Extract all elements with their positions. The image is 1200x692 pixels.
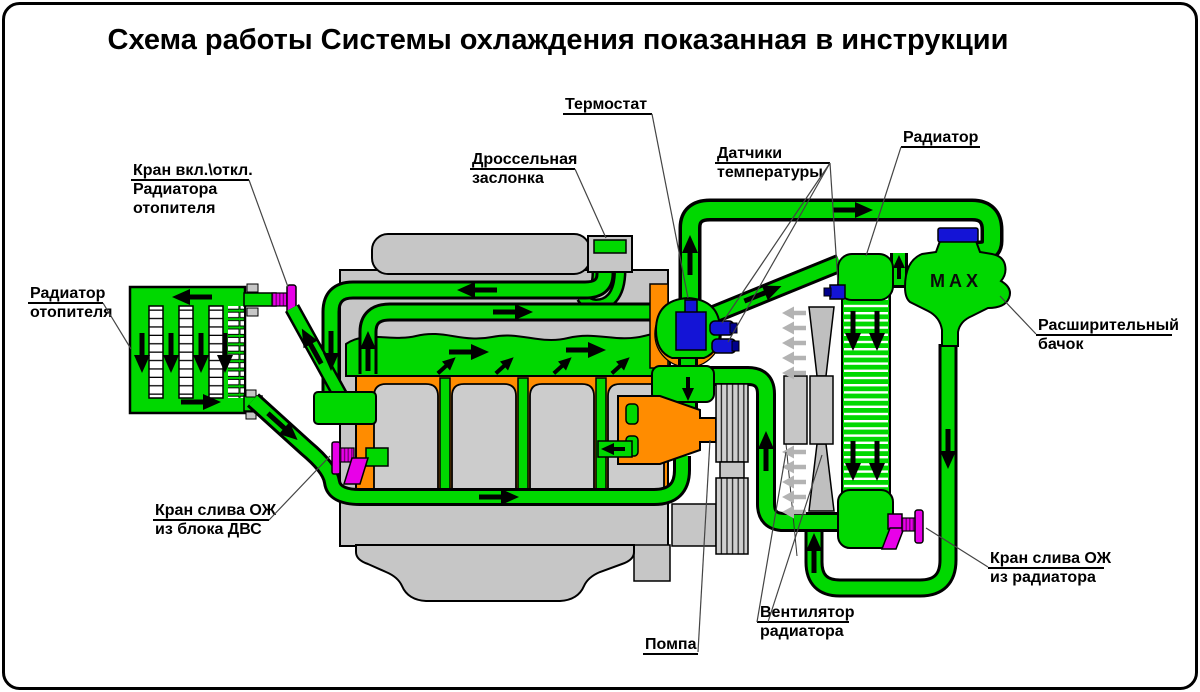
heater-pipe-junction xyxy=(313,391,377,425)
label-pump: Помпа xyxy=(645,636,697,653)
label-fan-2: радиатора xyxy=(760,623,844,640)
label-throttle-2: заслонка xyxy=(472,170,544,187)
coolant-channel xyxy=(517,377,529,499)
label-temp-sensors-2: температуры xyxy=(717,164,823,181)
leader-thermostat xyxy=(651,113,689,299)
label-heater-radiator-1: Радиатор xyxy=(30,285,106,302)
pump-pulley-lower xyxy=(715,477,749,555)
label-radiator-drain-1: Кран слива ОЖ xyxy=(990,550,1112,567)
leader-temp-sensor-3 xyxy=(829,162,839,285)
coolant-channel xyxy=(439,377,451,499)
coolant-pump xyxy=(597,365,749,555)
expansion-tank: MAX xyxy=(903,227,1011,347)
thermostat-element xyxy=(675,311,707,351)
fan-temp-sensor xyxy=(829,284,846,300)
fan-hub xyxy=(809,375,834,445)
label-heater-valve-2: Радиатора xyxy=(133,181,217,198)
label-expansion-tank-1: Расширительный xyxy=(1038,317,1179,334)
valve-spout xyxy=(880,527,906,550)
heater-core-column xyxy=(208,305,224,399)
engine-drain-valve xyxy=(331,441,389,485)
cylinder xyxy=(451,383,517,499)
heater-valve xyxy=(271,284,297,315)
fan-hub xyxy=(783,375,808,445)
engine-mount xyxy=(671,503,717,547)
label-engine-drain-1: Кран слива ОЖ xyxy=(155,502,277,519)
label-heater-radiator-2: отопителя xyxy=(30,304,113,321)
label-expansion-tank-2: бачок xyxy=(1038,336,1084,353)
label-thermostat: Термостат xyxy=(565,96,647,113)
leader-pump xyxy=(697,439,711,653)
label-engine-drain-2: из блока ДВС xyxy=(155,521,262,538)
pump-pulley xyxy=(715,383,749,463)
heater-inlet-port xyxy=(243,292,277,307)
callout-labels: Термостат Дроссельная заслонка Датчики т… xyxy=(28,96,1179,655)
label-radiator-drain-2: из радиатора xyxy=(990,569,1096,586)
valve-handle xyxy=(331,441,341,475)
oil-pan xyxy=(355,544,635,602)
valve-handle xyxy=(914,509,924,544)
leader-fan-2 xyxy=(767,454,823,623)
leader-radiator-drain xyxy=(925,527,989,568)
valve-spout xyxy=(342,457,370,485)
throttle-body xyxy=(587,235,633,273)
label-heater-valve-3: отопителя xyxy=(133,200,216,217)
leader-temp-sensor-1 xyxy=(721,162,831,324)
valve-screw xyxy=(339,447,355,463)
valve-screw xyxy=(271,292,288,307)
heater-core-fins xyxy=(228,306,244,398)
leader-heater-radiator xyxy=(102,302,132,350)
leader-fan-1 xyxy=(756,451,787,623)
radiator-fan xyxy=(782,307,835,557)
label-throttle-1: Дроссельная xyxy=(472,151,577,168)
leader-throttle xyxy=(574,168,607,239)
throttle-coolant-channel xyxy=(593,239,627,254)
label-fan-1: Вентилятор xyxy=(760,604,855,621)
max-level-mark: MAX xyxy=(930,271,982,291)
leader-engine-drain xyxy=(268,455,331,521)
heater-core-column xyxy=(178,305,194,399)
heater-core-column xyxy=(148,305,164,399)
coolant-channel xyxy=(595,377,607,499)
diagram-title: Схема работы Системы охлаждения показанн… xyxy=(108,24,1009,56)
radiator-top-tank xyxy=(837,253,894,301)
valve-cover xyxy=(371,233,591,275)
expansion-tank-cap xyxy=(937,227,979,243)
bell-housing-step xyxy=(633,544,671,582)
leader-radiator xyxy=(865,146,902,257)
thermostat xyxy=(649,283,740,410)
cylinder xyxy=(373,383,439,499)
label-heater-valve-1: Кран вкл.\откл. xyxy=(133,162,253,179)
label-radiator: Радиатор xyxy=(903,129,979,146)
cylinder xyxy=(529,383,595,499)
radiator-bottom-tank xyxy=(837,489,894,549)
valve-screw xyxy=(901,517,917,532)
radiator-drain-valve xyxy=(880,509,924,550)
leader-heater-valve xyxy=(248,179,289,288)
leader-temp-sensor-2 xyxy=(727,162,831,343)
label-temp-sensors-1: Датчики xyxy=(717,145,782,162)
leader-expansion-tank xyxy=(999,295,1037,335)
